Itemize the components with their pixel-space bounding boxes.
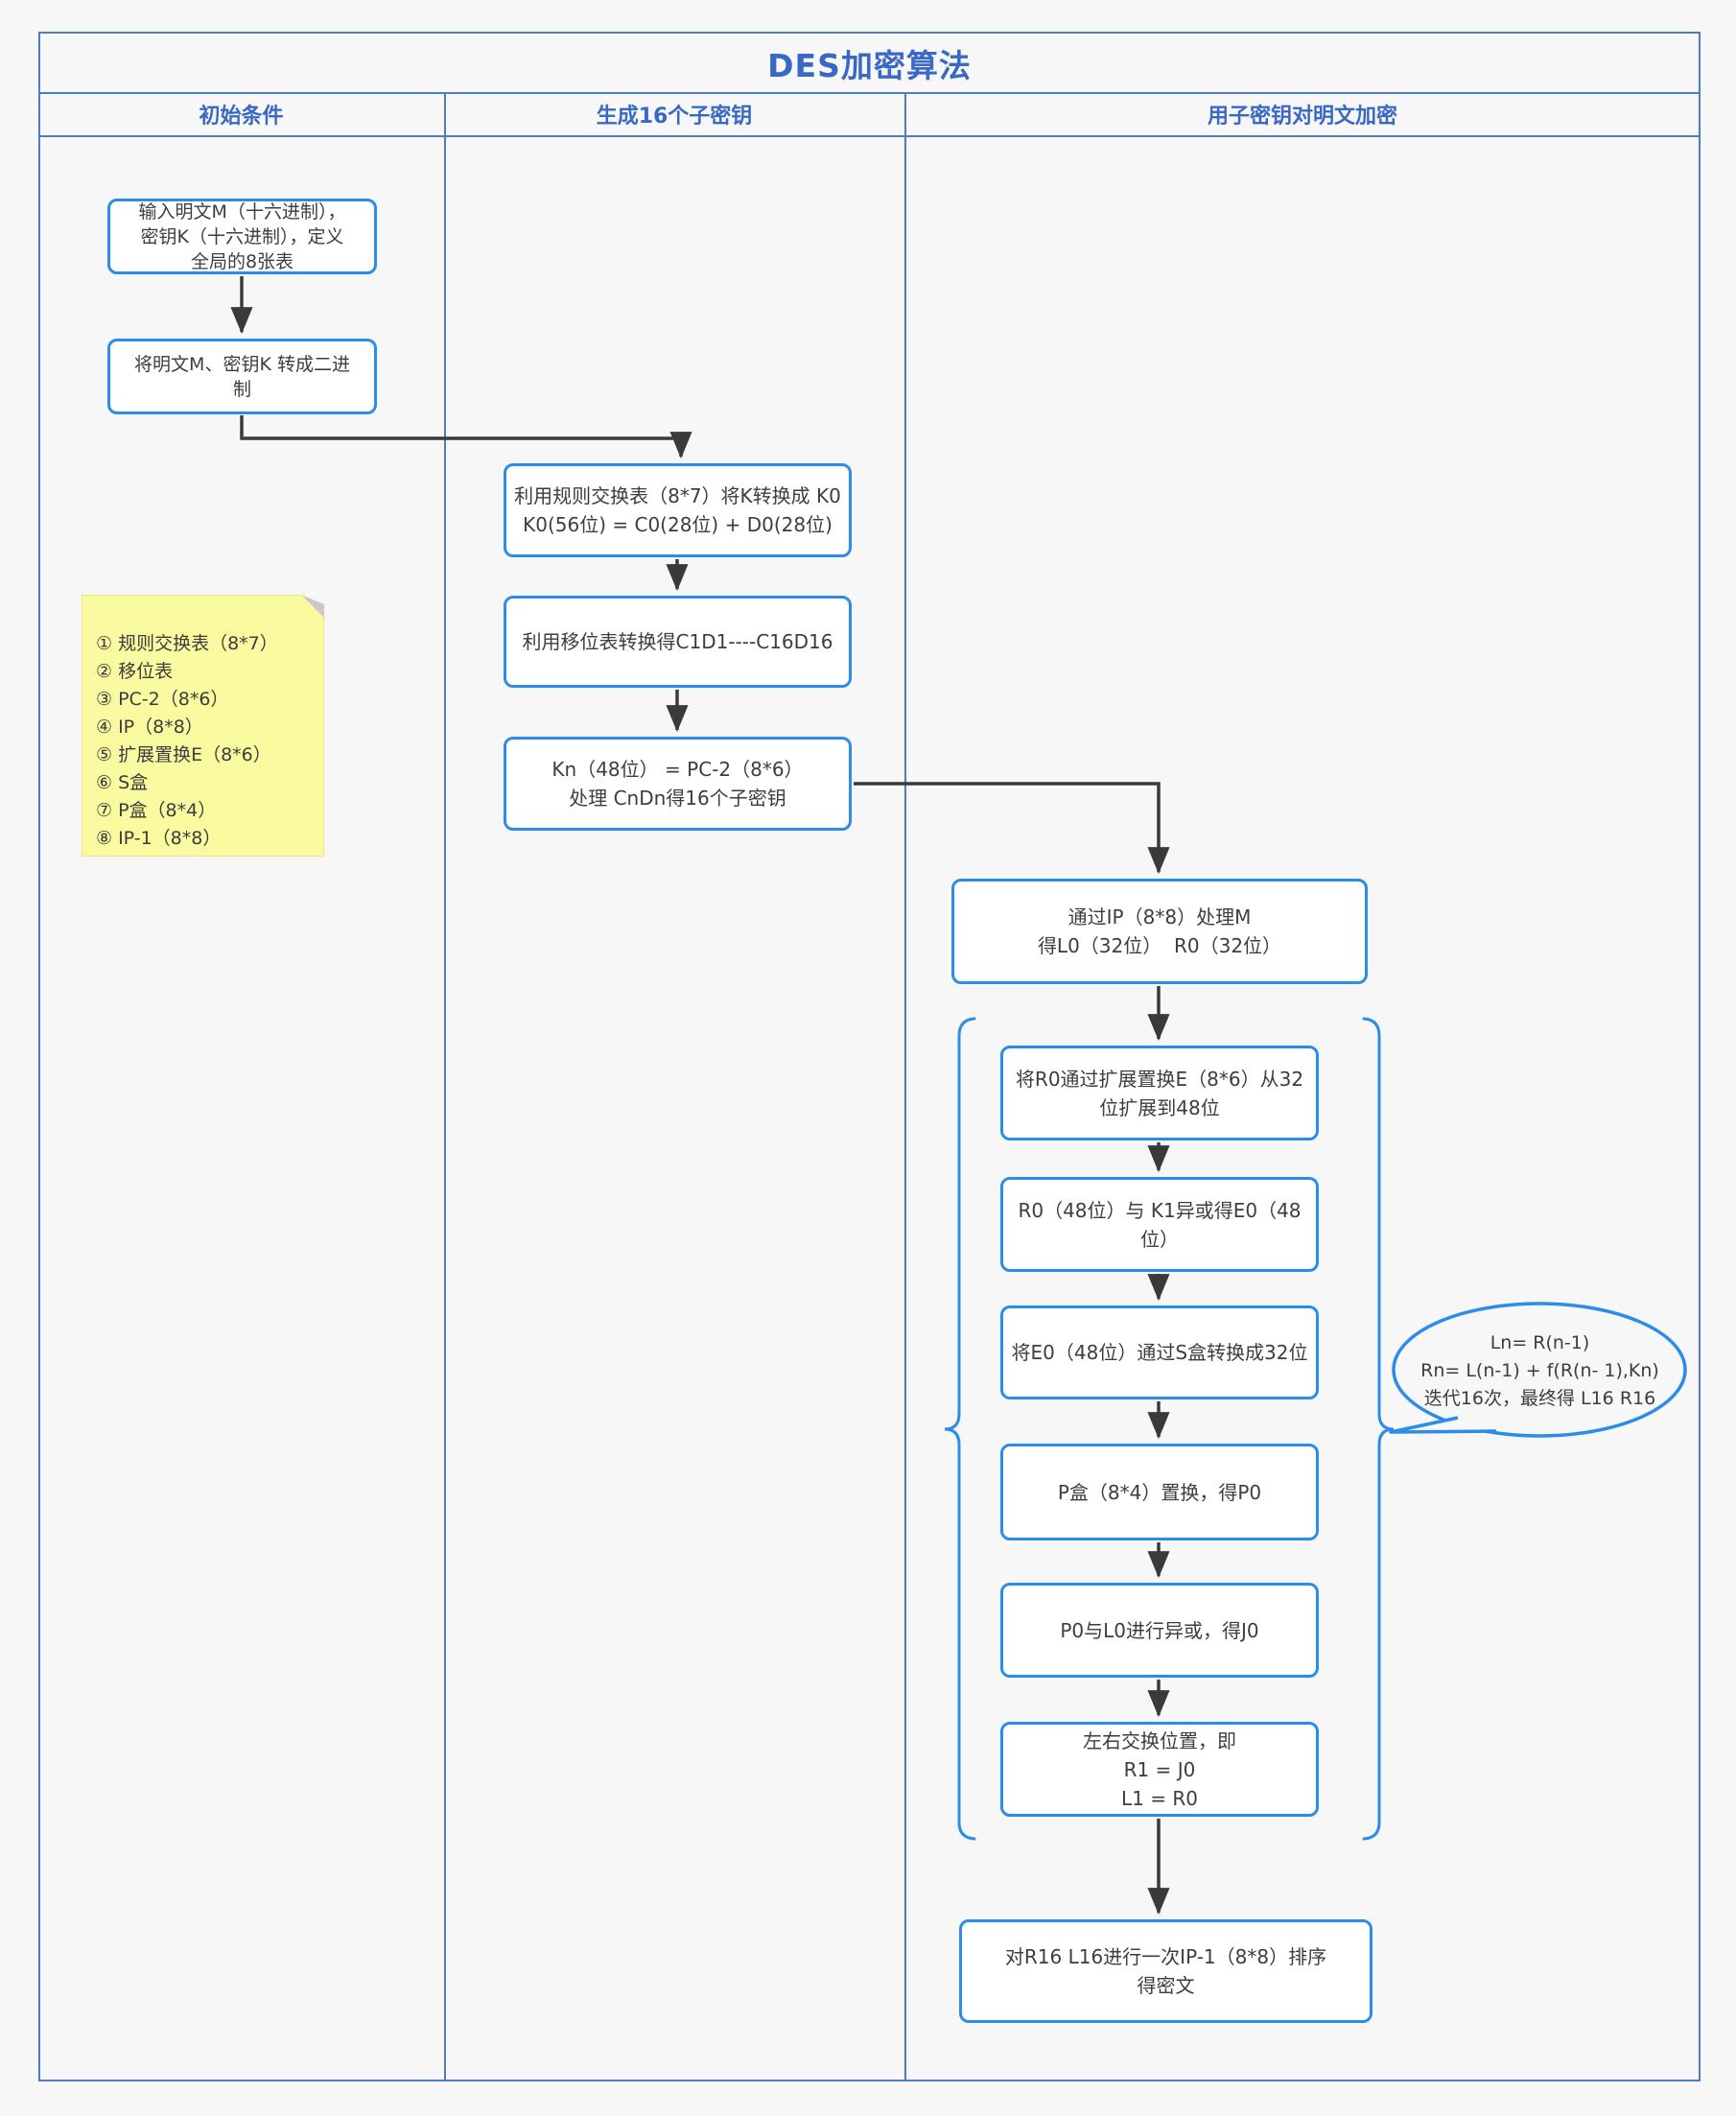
- node-text: 左右交换位置，即: [1083, 1728, 1236, 1752]
- node-text: 得L0（32位） R0（32位）: [1037, 934, 1282, 957]
- node-text: R1 = J0: [1123, 1757, 1196, 1781]
- bubble-line: Ln= R(n-1): [1490, 1331, 1590, 1353]
- node-kn-pc2[interactable]: Kn（48位） = PC-2（8*6） 处理 CnDn得16个子密钥: [504, 737, 852, 831]
- title-row-divider: [38, 92, 1701, 94]
- lane-divider-1: [444, 92, 446, 2081]
- note-fold-corner-icon: [301, 595, 324, 618]
- callout-bubble-text[interactable]: Ln= R(n-1) Rn= L(n-1) + f(R(n- 1),Kn) 迭代…: [1398, 1328, 1681, 1414]
- bubble-line: Rn= L(n-1) + f(R(n- 1),Kn): [1420, 1359, 1659, 1381]
- node-final-ip-inverse[interactable]: 对R16 L16进行一次IP-1（8*8）排序 得密文: [959, 1919, 1372, 2023]
- diagram-frame: [38, 32, 1701, 2081]
- note-item: ⑤ 扩展置换E（8*6）: [96, 744, 271, 765]
- node-text: 将明文M、密钥K 转成二进: [134, 353, 350, 375]
- bubble-line: 迭代16次，最终得 L16 R16: [1423, 1387, 1656, 1409]
- node-input-plaintext-key[interactable]: 输入明文M（十六进制）， 密钥K（十六进制），定义 全局的8张表: [107, 199, 377, 274]
- note-item: ④ IP（8*8）: [96, 717, 203, 738]
- lane-divider-2: [904, 92, 906, 2081]
- node-s-box-convert[interactable]: 将E0（48位）通过S盒转换成32位: [1000, 1305, 1319, 1399]
- node-p-box-permute[interactable]: P盒（8*4）置换，得P0: [1000, 1444, 1319, 1540]
- node-text: 制: [232, 378, 251, 400]
- node-text: 利用规则交换表（8*7）将K转换成 K0: [514, 484, 841, 507]
- node-text: 位扩展到48位: [1099, 1095, 1220, 1119]
- node-text: 位）: [1140, 1227, 1179, 1251]
- node-text: P盒（8*4）置换，得P0: [1057, 1480, 1262, 1504]
- node-ip-process-m[interactable]: 通过IP（8*8）处理M 得L0（32位） R0（32位）: [951, 879, 1368, 984]
- node-xor-k1[interactable]: R0（48位）与 K1异或得E0（48 位）: [1000, 1177, 1319, 1272]
- note-item: ② 移位表: [96, 661, 174, 682]
- note-item: ① 规则交换表（8*7）: [96, 633, 278, 654]
- node-text: 全局的8张表: [190, 250, 294, 272]
- node-expand-e[interactable]: 将R0通过扩展置换E（8*6）从32 位扩展到48位: [1000, 1046, 1319, 1140]
- node-text: 得密文: [1137, 1974, 1195, 1997]
- node-text: L1 = R0: [1121, 1786, 1198, 1810]
- node-text: 将R0通过扩展置换E（8*6）从32: [1015, 1067, 1304, 1091]
- node-convert-binary[interactable]: 将明文M、密钥K 转成二进 制: [107, 339, 377, 414]
- node-text: 密钥K（十六进制），定义: [140, 225, 344, 247]
- node-rule-swap-table-k0[interactable]: 利用规则交换表（8*7）将K转换成 K0 K0(56位) = C0(28位) +…: [504, 463, 852, 557]
- node-text: 将E0（48位）通过S盒转换成32位: [1011, 1341, 1308, 1364]
- node-text: 处理 CnDn得16个子密钥: [569, 787, 786, 810]
- lane-header-initial-conditions: 初始条件: [199, 104, 284, 129]
- node-text: 通过IP（8*8）处理M: [1067, 905, 1252, 929]
- note-item: ⑥ S盒: [96, 772, 149, 793]
- lane-header-divider: [38, 135, 1701, 137]
- node-text: P0与L0进行异或，得J0: [1060, 1618, 1259, 1642]
- note-item: ③ PC-2（8*6）: [96, 689, 229, 710]
- node-text: R0（48位）与 K1异或得E0（48: [1018, 1198, 1302, 1222]
- sticky-note-tables[interactable]: ① 规则交换表（8*7） ② 移位表 ③ PC-2（8*6） ④ IP（8*8）…: [82, 595, 324, 857]
- note-item: ⑦ P盒（8*4）: [96, 800, 217, 821]
- lane-header-encrypt-plaintext: 用子密钥对明文加密: [1207, 104, 1397, 129]
- lane-header-generate-subkeys: 生成16个子密钥: [596, 104, 753, 129]
- node-text: 输入明文M（十六进制），: [138, 200, 346, 223]
- node-text: Kn（48位） = PC-2（8*6）: [551, 758, 804, 781]
- note-item: ⑧ IP-1（8*8）: [96, 828, 222, 849]
- node-text: K0(56位) = C0(28位) + D0(28位): [523, 513, 833, 536]
- node-swap-left-right[interactable]: 左右交换位置，即 R1 = J0 L1 = R0: [1000, 1722, 1319, 1817]
- node-text: 利用移位表转换得C1D1----C16D16: [522, 630, 833, 653]
- node-shift-table-c1d1[interactable]: 利用移位表转换得C1D1----C16D16: [504, 596, 852, 688]
- node-xor-l0[interactable]: P0与L0进行异或，得J0: [1000, 1583, 1319, 1678]
- diagram-title: DES加密算法: [767, 47, 972, 84]
- node-text: 对R16 L16进行一次IP-1（8*8）排序: [1004, 1945, 1327, 1968]
